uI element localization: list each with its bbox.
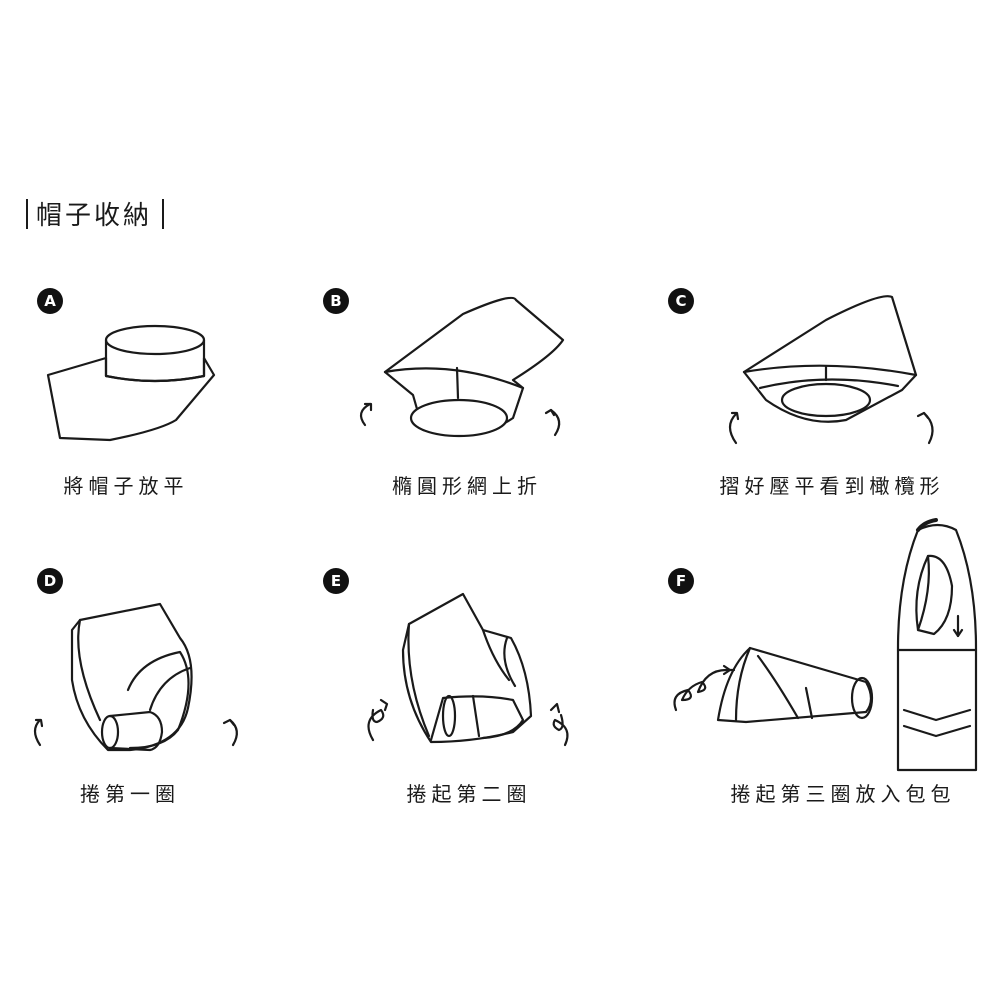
step-caption: 摺好壓平看到橄欖形	[720, 470, 945, 499]
cap-flat-illustration	[0, 280, 333, 550]
mesh-fold-up-illustration	[333, 280, 666, 550]
step-c: C 摺好壓平看到橄欖形	[666, 280, 999, 550]
step-caption: 捲起第二圈	[407, 778, 532, 807]
title-divider-left	[26, 199, 28, 229]
step-a: A 將帽子放平	[0, 280, 333, 550]
title-text: 帽子收納	[36, 201, 152, 231]
step-b: B 橢圓形網上折	[333, 280, 666, 550]
step-d: D 捲第一圈	[0, 560, 333, 830]
step-badge: B	[323, 288, 349, 314]
step-badge: D	[37, 568, 63, 594]
step-caption: 捲第一圈	[80, 778, 180, 807]
title-divider-right	[162, 199, 164, 229]
step-badge: F	[668, 568, 694, 594]
step-e: E 捲起第二圈	[333, 560, 666, 830]
step-caption: 捲起第三圈放入包包	[731, 778, 956, 807]
step-f: F 捲起第三圈放入包包	[666, 560, 999, 830]
olive-shape-illustration	[666, 280, 999, 550]
step-caption: 橢圓形網上折	[392, 470, 542, 499]
section-title: 帽子收納	[26, 196, 164, 236]
step-badge: E	[323, 568, 349, 594]
step-badge: C	[668, 288, 694, 314]
step-caption: 將帽子放平	[64, 470, 189, 499]
step-badge: A	[37, 288, 63, 314]
